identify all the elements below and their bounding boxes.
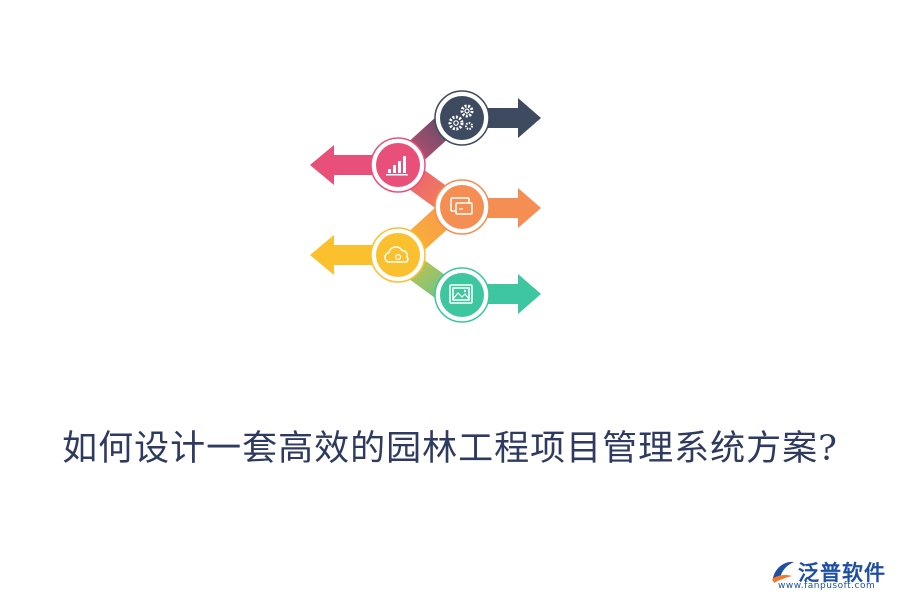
brand-mark-icon <box>772 561 794 583</box>
brand-url: www.fanpusoft.com <box>778 581 876 591</box>
step-5 <box>434 267 541 323</box>
gears-icon <box>448 104 474 131</box>
bar-chart-icon <box>386 156 408 176</box>
arrow-left-2 <box>310 145 374 185</box>
step-1 <box>434 90 541 146</box>
step-4 <box>310 227 426 283</box>
image-icon <box>449 284 473 304</box>
step-3 <box>434 179 541 235</box>
page-title: 如何设计一套高效的园林工程项目管理系统方案? <box>62 429 838 469</box>
arrow-left-4 <box>310 235 374 275</box>
arrow-right-3 <box>486 188 541 228</box>
monitor-icon <box>450 197 473 215</box>
cloud-icon <box>384 246 409 263</box>
brand-name: 泛普软件 <box>798 561 886 585</box>
step-2 <box>310 137 426 193</box>
brand-logo: 泛普软件 www.fanpusoft.com <box>766 556 892 592</box>
arrow-right-5 <box>486 274 541 314</box>
arrow-right-1 <box>486 98 541 138</box>
